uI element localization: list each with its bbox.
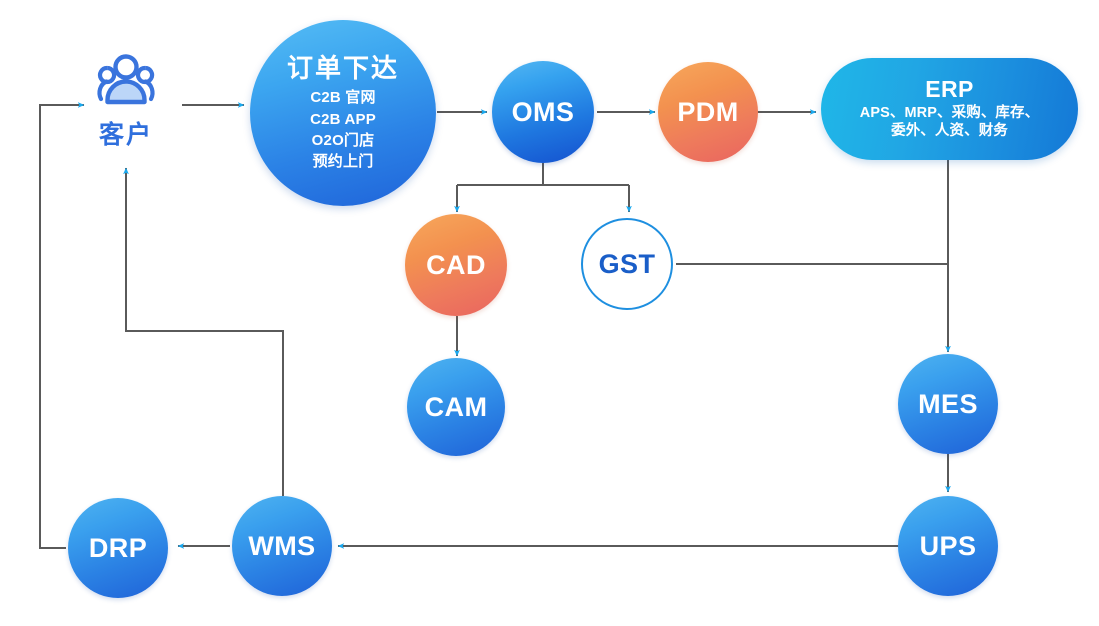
node-erp[interactable]: ERP APS、MRP、采购、库存、 委外、人资、财务 [821, 58, 1078, 160]
oms-label: OMS [511, 96, 575, 127]
order-title: 订单下达 [286, 52, 399, 83]
node-drp[interactable]: DRP [68, 498, 168, 598]
node-pdm[interactable]: PDM [658, 62, 758, 162]
node-order-placement[interactable]: 订单下达 C2B 官网 C2B APP O2O门店 预约上门 [250, 20, 436, 206]
gst-label: GST [598, 248, 656, 279]
wms-label: WMS [248, 530, 316, 561]
node-ups[interactable]: UPS [898, 496, 998, 596]
node-mes[interactable]: MES [898, 354, 998, 454]
node-gst[interactable]: GST [581, 218, 673, 310]
drp-label: DRP [88, 532, 148, 563]
node-wms[interactable]: WMS [232, 496, 332, 596]
order-channel-line: C2B 官网 [310, 89, 376, 107]
customer-label: 客户 [98, 121, 153, 149]
mes-label: MES [918, 388, 978, 419]
erp-module-line: 委外、人资、财务 [891, 123, 1008, 140]
node-cad[interactable]: CAD [405, 214, 507, 316]
erp-module-line: APS、MRP、采购、库存、 [859, 104, 1040, 121]
edge-wms-to-customer [123, 167, 284, 496]
node-cam[interactable]: CAM [407, 358, 505, 456]
cad-label: CAD [426, 249, 486, 280]
erp-label: ERP [925, 76, 974, 103]
node-customer[interactable]: 客户 [76, 52, 176, 164]
cam-label: CAM [424, 391, 488, 422]
erp-modules: APS、MRP、采购、库存、 委外、人资、财务 [860, 104, 1039, 141]
users-group-icon [97, 54, 155, 105]
order-channel-line: C2B APP [310, 110, 376, 128]
edge-drp-to-customer [39, 102, 85, 549]
ups-label: UPS [919, 530, 977, 561]
pdm-label: PDM [677, 96, 739, 127]
order-channels: C2B 官网 C2B APP O2O门店 预约上门 [310, 87, 376, 172]
node-oms[interactable]: OMS [492, 61, 594, 163]
order-channel-line: 预约上门 [312, 153, 374, 171]
order-channel-line: O2O门店 [311, 131, 375, 149]
